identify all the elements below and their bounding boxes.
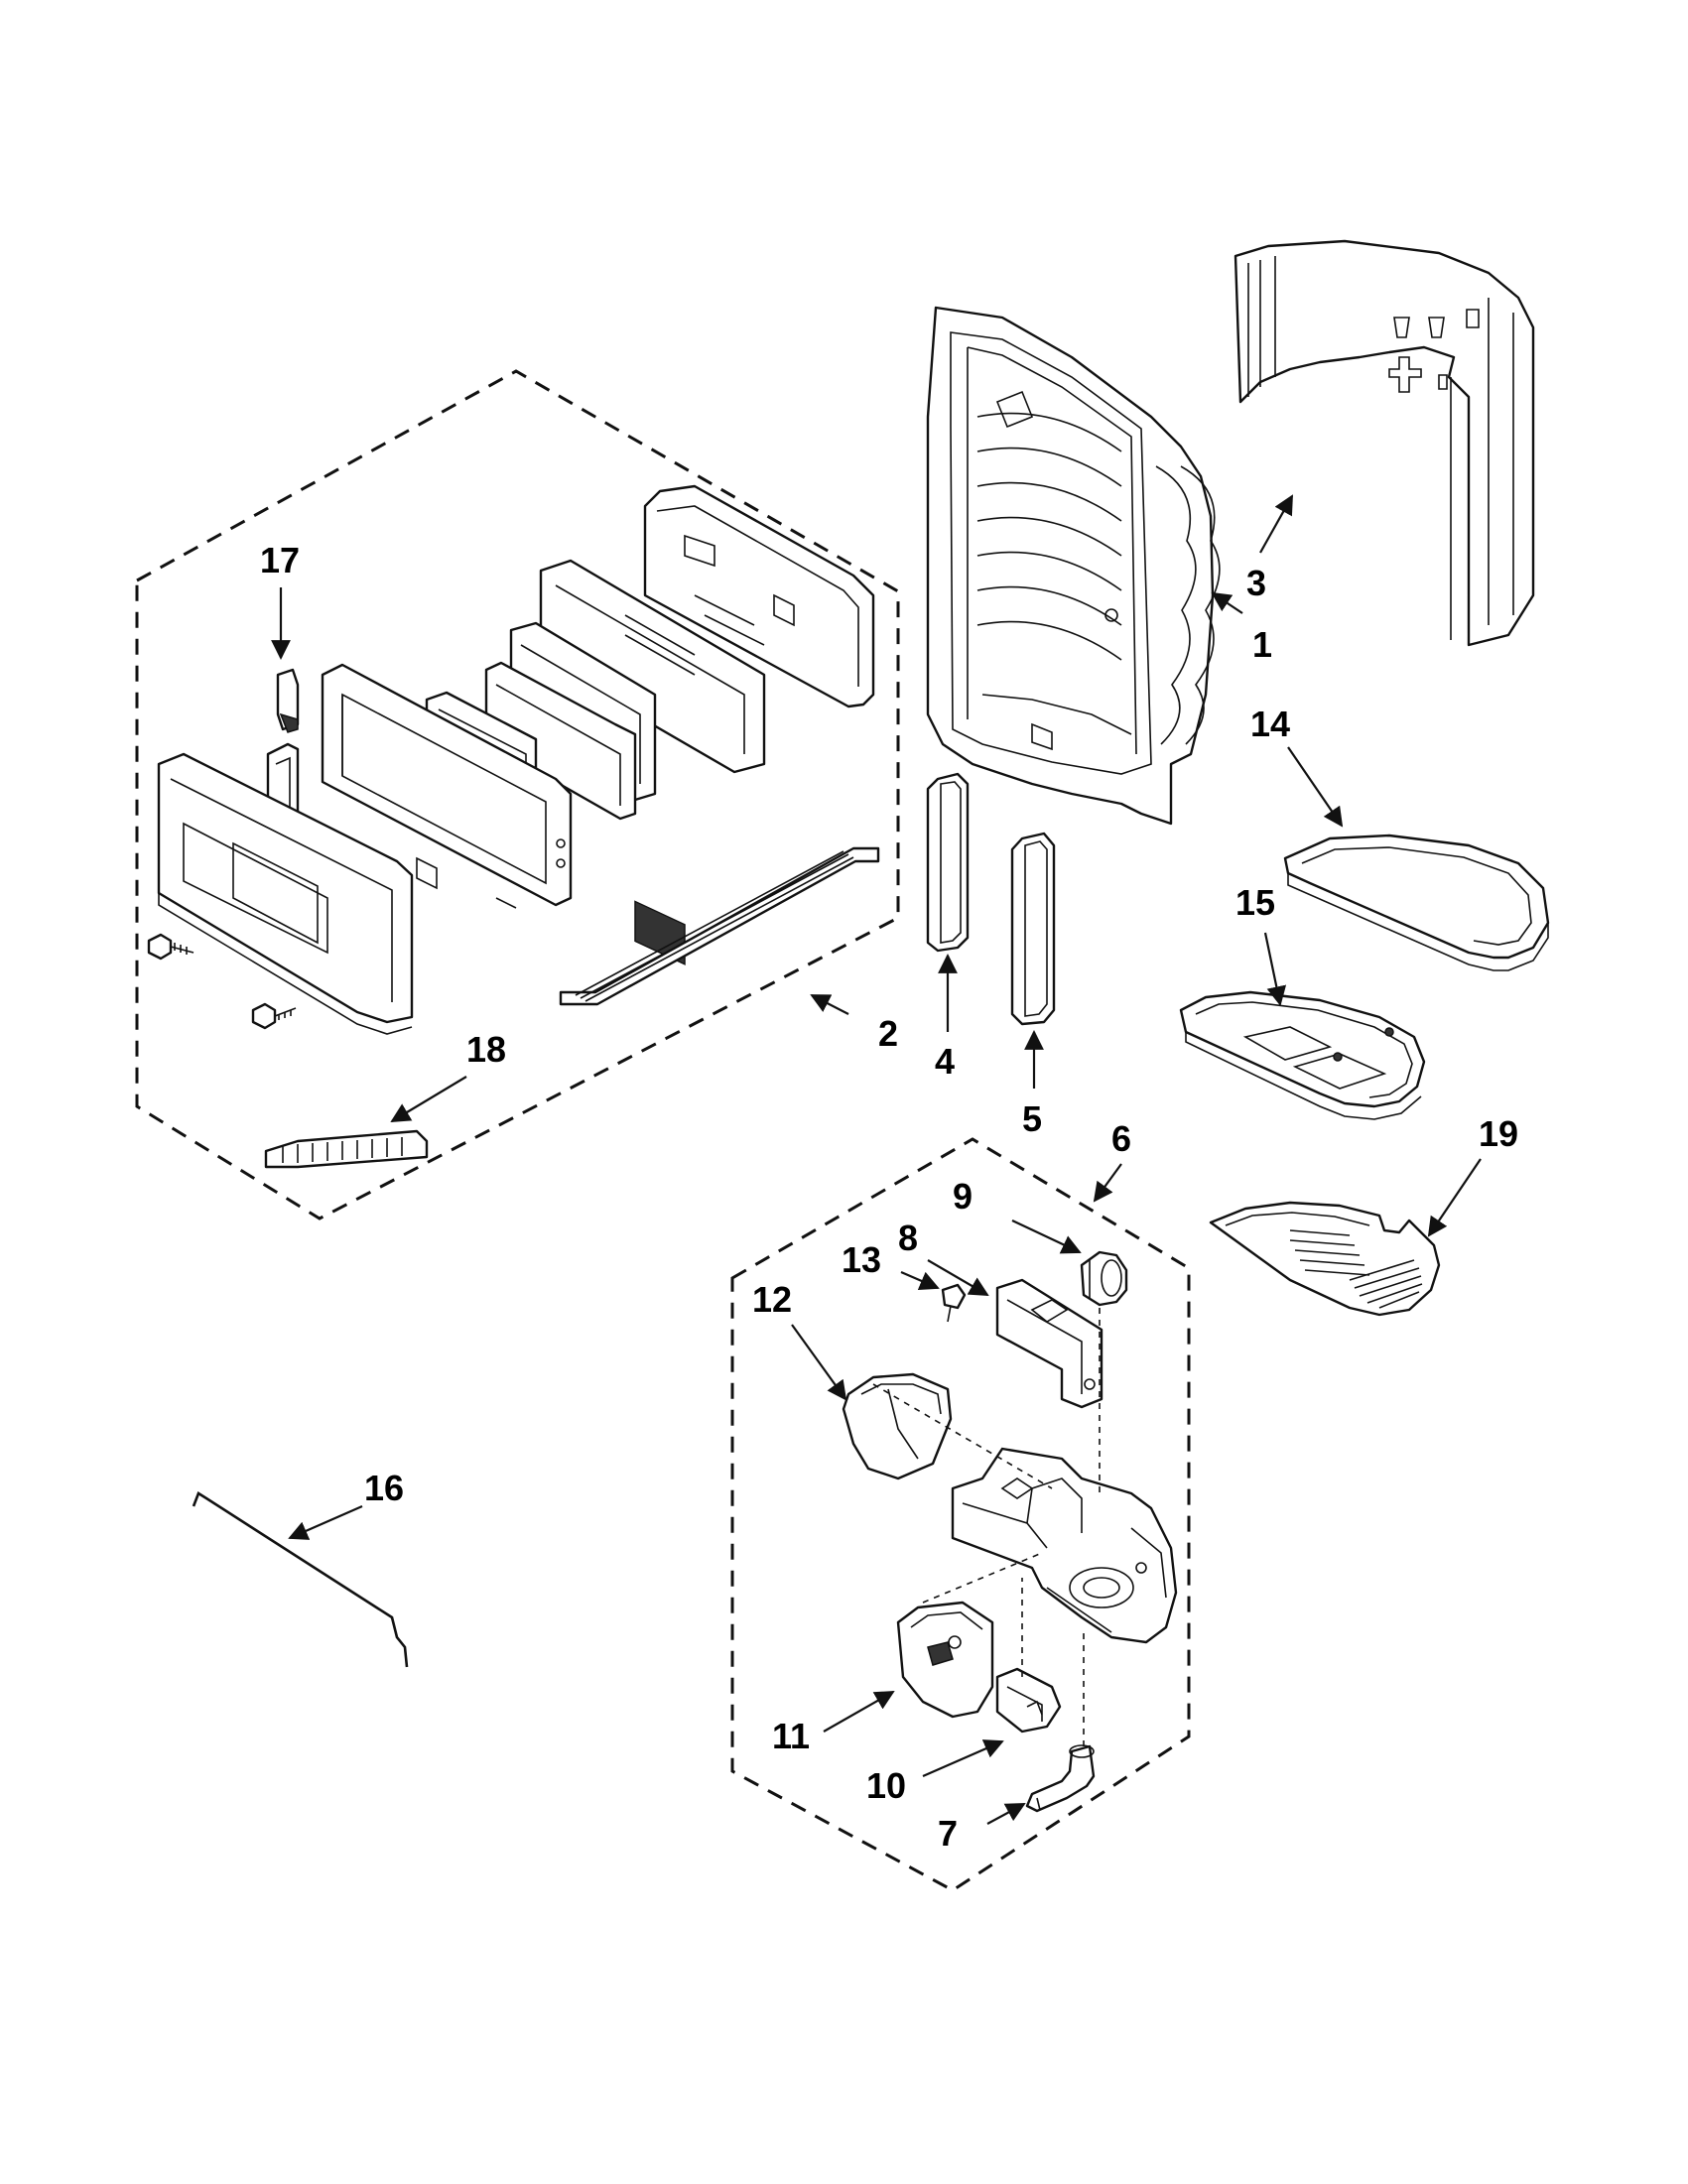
screw-upper — [147, 933, 195, 961]
callout-18: 18 — [466, 1029, 506, 1070]
callout-2: 2 — [878, 1013, 898, 1054]
callout-13: 13 — [842, 1239, 881, 1280]
part-10-switch — [995, 1667, 1062, 1734]
screw-lower — [251, 1002, 297, 1030]
control-housing — [643, 484, 875, 708]
part-16-rod — [192, 1491, 409, 1668]
control-bezel — [157, 752, 414, 1035]
callout-8: 8 — [898, 1218, 918, 1258]
control-frame — [321, 663, 573, 909]
callout-19: 19 — [1479, 1113, 1518, 1154]
callout-12: 12 — [752, 1279, 792, 1320]
part-8-switch-bracket — [995, 1278, 1104, 1409]
part-17-switch — [276, 668, 300, 733]
part-15-drip-tray — [1179, 990, 1426, 1120]
part-12-funnel — [842, 1372, 953, 1480]
assembly-2-boundary — [135, 369, 900, 1220]
part-1-dispenser-frame — [926, 306, 1221, 826]
part-19-grille — [1209, 1201, 1441, 1317]
callout-1: 1 — [1252, 624, 1272, 665]
callout-16: 16 — [364, 1468, 404, 1508]
part-13-clip — [941, 1283, 967, 1323]
callout-3: 3 — [1246, 563, 1266, 603]
dispenser-housing — [951, 1447, 1178, 1644]
part-9-actuator — [1080, 1250, 1128, 1307]
callout-7: 7 — [938, 1813, 958, 1854]
part-18-connector — [264, 1129, 429, 1169]
assembly-6-boundary — [730, 1137, 1191, 1892]
part-4-pad — [926, 772, 970, 953]
callout-6: 6 — [1111, 1118, 1131, 1159]
callout-10: 10 — [866, 1765, 906, 1806]
alignment-line — [872, 1383, 1053, 1489]
callout-4: 4 — [935, 1041, 955, 1082]
callout-5: 5 — [1022, 1098, 1042, 1139]
callout-15: 15 — [1235, 882, 1275, 923]
callout-17: 17 — [260, 540, 300, 580]
part-7-fitting — [1025, 1744, 1096, 1813]
alignment-line — [922, 1552, 1043, 1604]
callout-11: 11 — [772, 1716, 810, 1756]
callout-9: 9 — [953, 1176, 973, 1217]
part-14-tray — [1283, 834, 1550, 971]
part-5-pad — [1010, 832, 1056, 1026]
part-11-cover — [896, 1601, 994, 1719]
ribbon-cable — [559, 846, 880, 1006]
part-3-cover — [1234, 239, 1535, 647]
callout-14: 14 — [1250, 704, 1290, 744]
callout-labels: 1 2 3 4 5 6 7 8 9 10 11 12 13 14 15 16 1… — [260, 540, 1518, 1854]
leader-lines — [271, 494, 1482, 1825]
